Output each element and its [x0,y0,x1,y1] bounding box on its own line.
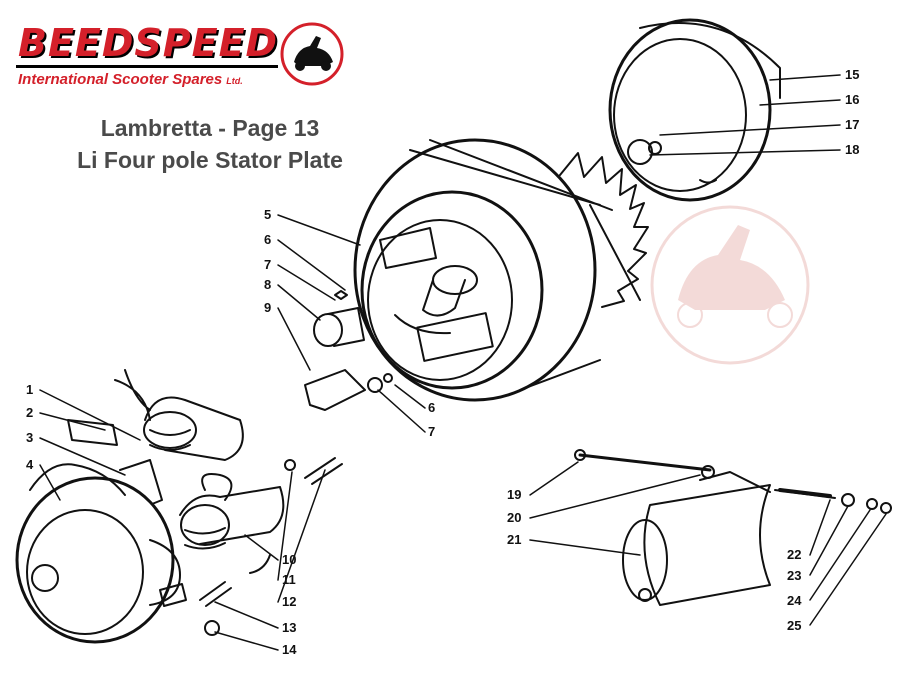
part-label-14: 14 [282,642,297,657]
part-label-6a: 6 [264,232,272,247]
stator-plate-drawing [15,463,187,644]
flywheel-drawing [353,138,649,402]
part-label-20: 20 [507,510,522,525]
hardware-drawings [67,290,393,636]
part-label-2: 2 [26,405,34,420]
part-label-13: 13 [282,620,297,635]
part-label-4: 4 [26,457,34,472]
part-label-17: 17 [845,117,860,132]
part-label-21: 21 [507,532,522,547]
part-label-25: 25 [787,618,802,633]
part-label-12: 12 [282,594,297,609]
part-label-19: 19 [507,487,522,502]
cover-drawing [608,18,781,202]
part-label-15: 15 [845,67,860,82]
part-label-11: 11 [282,572,296,587]
leader-lines [39,74,887,651]
part-label-1: 1 [26,382,34,397]
page-title: Lambretta - Page 13 [100,115,320,141]
part-label-6b: 6 [428,400,436,415]
part-label-18: 18 [845,142,860,157]
brand-name: BEEDSPEED [18,21,279,65]
page-subtitle: Li Four pole Stator Plate [77,147,343,173]
part-label-9: 9 [264,300,272,315]
brand-underline [16,65,278,68]
watermark [650,205,810,365]
part-label-5: 5 [264,207,272,222]
scooter-logo-icon [280,22,344,86]
brand-suffix: Ltd. [226,76,243,86]
part-label-23: 23 [787,568,802,583]
motor-drawing [574,449,892,606]
part-label-8: 8 [264,277,272,292]
part-label-16: 16 [845,92,860,107]
part-label-7a: 7 [264,257,272,272]
part-label-24: 24 [787,593,802,608]
coil-drawings [114,369,285,574]
brand-tagline-text: International Scooter Spares [18,71,223,88]
part-label-22: 22 [787,547,802,562]
part-label-10: 10 [282,552,297,567]
part-label-7b: 7 [428,424,436,439]
part-label-3: 3 [26,430,34,445]
